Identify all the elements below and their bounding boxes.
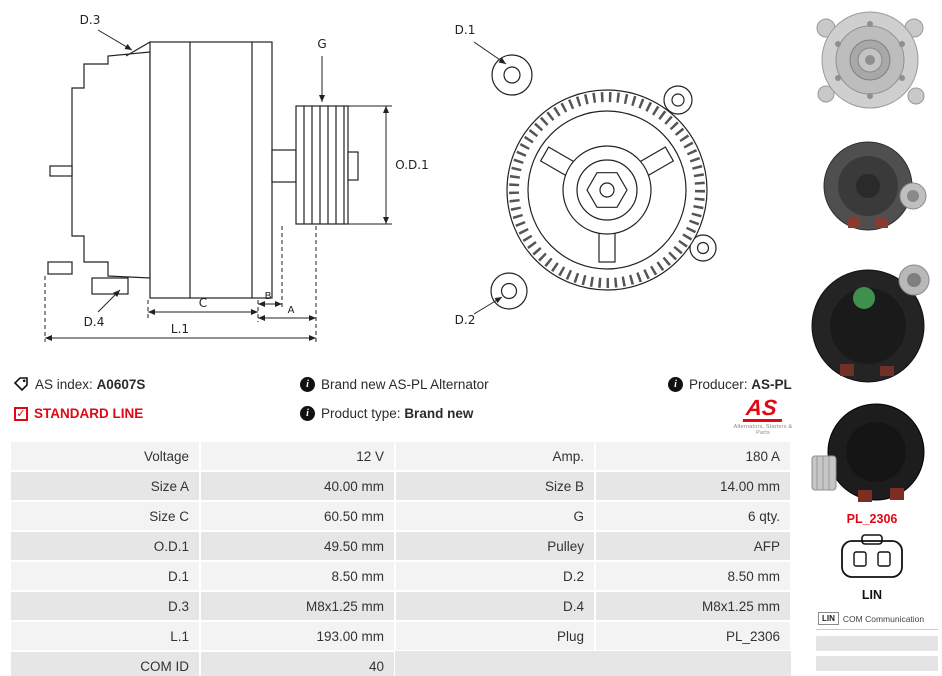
table-row: Size A 40.00 mm Size B 14.00 mm — [10, 471, 791, 501]
spec-value: AFP — [595, 531, 791, 561]
brand-new-text: Brand new AS-PL Alternator — [321, 377, 489, 392]
spec-table: Voltage 12 V Amp. 180 A Size A 40.00 mm … — [10, 441, 791, 676]
spec-label: Voltage — [10, 441, 200, 471]
com-communication-text: COM Communication — [842, 613, 925, 624]
product-photo-rear-gray[interactable] — [806, 134, 938, 238]
product-type-value: Brand new — [404, 406, 474, 421]
dim-label-d4: D.4 — [84, 315, 105, 329]
side-view-labels: D.3 G O.D.1 D.4 C B A L.1 — [80, 13, 429, 336]
spec-label: L.1 — [10, 621, 200, 651]
spec-label: Size B — [395, 471, 595, 501]
product-type-label: Product type: — [321, 406, 401, 421]
technical-drawing: D.3 G O.D.1 D.4 C B A L.1 — [44, 13, 717, 342]
spec-value: PL_2306 — [595, 621, 791, 651]
spec-value: 40 — [200, 651, 395, 676]
table-row: D.3 M8x1.25 mm D.4 M8x1.25 mm — [10, 591, 791, 621]
spec-value: 6 qty. — [595, 501, 791, 531]
standard-line-label: STANDARD LINE — [34, 406, 144, 421]
table-row: Voltage 12 V Amp. 180 A — [10, 441, 791, 471]
asl-logo-mark: AS — [742, 395, 784, 422]
plug-label: LIN — [861, 588, 883, 602]
spec-label: Plug — [395, 621, 595, 651]
standard-line-row: ✓ STANDARD LINE — [14, 406, 143, 421]
spec-label: D.3 — [10, 591, 200, 621]
dim-label-d2: D.2 — [455, 313, 476, 327]
product-type-row: i Product type: Brand new — [300, 406, 473, 421]
spec-value: 8.50 mm — [200, 561, 395, 591]
spec-label: Pulley — [395, 531, 595, 561]
info-icon: i — [300, 406, 315, 421]
dim-label-l1: L.1 — [171, 322, 189, 336]
spec-label: Amp. — [395, 441, 595, 471]
spec-value: M8x1.25 mm — [595, 591, 791, 621]
spec-value: M8x1.25 mm — [200, 591, 395, 621]
brand-new-row: i Brand new AS-PL Alternator — [300, 377, 489, 392]
asl-logo-tagline: Alternators, Starters & Parts — [733, 424, 793, 436]
spec-value — [595, 651, 791, 676]
spec-value: 14.00 mm — [595, 471, 791, 501]
table-row: O.D.1 49.50 mm Pulley AFP — [10, 531, 791, 561]
as-index-value: A0607S — [96, 377, 146, 392]
spec-label: Size C — [10, 501, 200, 531]
as-index-row: AS index: A0607S — [14, 377, 145, 392]
table-row: COM ID 40 — [10, 651, 791, 676]
spec-value: 8.50 mm — [595, 561, 791, 591]
product-photo-pulley-black[interactable] — [806, 398, 938, 510]
placeholder-bar — [816, 636, 938, 651]
spec-value: 40.00 mm — [200, 471, 395, 501]
spec-value: 193.00 mm — [200, 621, 395, 651]
front-view-dimensions — [473, 41, 507, 315]
side-view-dimensions — [44, 29, 392, 342]
spec-label: D.2 — [395, 561, 595, 591]
spec-value: 49.50 mm — [200, 531, 395, 561]
dim-label-d3: D.3 — [80, 13, 101, 27]
dim-label-b: B — [265, 291, 272, 302]
spec-value: 60.50 mm — [200, 501, 395, 531]
as-index-label: AS index: — [35, 377, 93, 392]
side-view — [47, 41, 359, 299]
spec-label: D.4 — [395, 591, 595, 621]
spec-label: D.1 — [10, 561, 200, 591]
com-communication-row: LIN COM Communication — [816, 610, 938, 630]
spec-label: O.D.1 — [10, 531, 200, 561]
table-row: L.1 193.00 mm Plug PL_2306 — [10, 621, 791, 651]
table-row: D.1 8.50 mm D.2 8.50 mm — [10, 561, 791, 591]
table-row: Size C 60.50 mm G 6 qty. — [10, 501, 791, 531]
product-photo-rear-black[interactable] — [806, 252, 938, 392]
spec-value: 180 A — [595, 441, 791, 471]
producer-row: i Producer: AS-PL — [668, 377, 792, 392]
dim-label-d1: D.1 — [455, 23, 476, 37]
spec-label: Size A — [10, 471, 200, 501]
spec-value: 12 V — [200, 441, 395, 471]
spec-label: G — [395, 501, 595, 531]
front-view — [490, 54, 717, 310]
plug-connector-icon — [841, 534, 903, 578]
plug-code: PL_2306 — [846, 512, 898, 526]
dim-label-od1: O.D.1 — [395, 158, 428, 172]
spec-label — [395, 651, 595, 676]
producer-label: Producer: — [689, 377, 748, 392]
dim-label-c: C — [199, 296, 207, 310]
spec-label: COM ID — [10, 651, 200, 676]
dim-label-a: A — [288, 305, 295, 316]
checked-checkbox-icon: ✓ — [14, 406, 28, 421]
lin-badge: LIN — [818, 612, 839, 625]
producer-value: AS-PL — [751, 377, 792, 392]
asl-logo: AS Alternators, Starters & Parts — [728, 395, 798, 436]
tag-icon — [14, 377, 28, 392]
photo-column: PL_2306 LIN LIN COM Communication — [806, 0, 938, 676]
info-icon: i — [668, 377, 683, 392]
info-icon: i — [300, 377, 315, 392]
dim-label-g: G — [317, 37, 326, 51]
product-photo-front-silver[interactable] — [806, 4, 938, 116]
placeholder-bar — [816, 656, 938, 671]
front-view-labels: D.1 D.2 — [455, 23, 476, 327]
